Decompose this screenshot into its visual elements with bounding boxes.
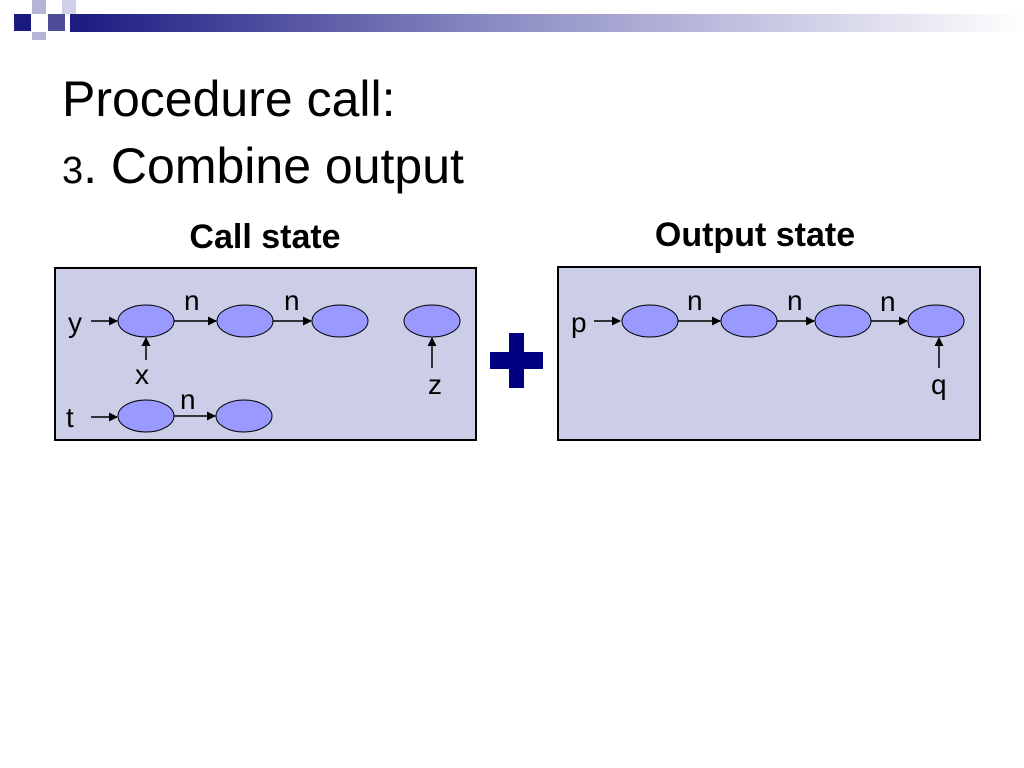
- output-state-label: Output state: [654, 216, 856, 254]
- edge-label-n: n: [284, 285, 300, 316]
- node-c1: [117, 304, 175, 338]
- slide-title: Procedure call: 3. Combine output: [62, 66, 464, 205]
- output-state-frame: [557, 266, 981, 441]
- plus-icon: [490, 333, 543, 388]
- node-c3: [311, 304, 369, 338]
- var-x: x: [135, 359, 149, 390]
- edge-label-n: n: [880, 286, 896, 317]
- node-c5: [117, 399, 175, 433]
- var-t: t: [66, 402, 74, 433]
- slide-title-line1: Procedure call:: [62, 71, 396, 127]
- var-y: y: [68, 307, 82, 338]
- edge-label-n: n: [184, 285, 200, 316]
- step-number: 3: [62, 150, 84, 192]
- edge-label-n: n: [180, 384, 196, 415]
- step-text: . Combine output: [83, 138, 464, 194]
- header-gradient-band: [14, 0, 1024, 40]
- node-c2: [216, 304, 274, 338]
- node-c4: [403, 304, 461, 338]
- node-o4: [907, 304, 965, 338]
- output-state-box: p n n n q: [557, 266, 981, 441]
- node-o1: [621, 304, 679, 338]
- node-c6: [215, 399, 273, 433]
- slide-title-line2: 3. Combine output: [62, 133, 464, 205]
- edge-label-n: n: [787, 285, 803, 316]
- var-q: q: [931, 369, 947, 400]
- node-o2: [720, 304, 778, 338]
- var-p: p: [571, 307, 587, 338]
- call-state-box: y n n x z t n: [54, 267, 477, 441]
- call-state-label: Call state: [189, 218, 341, 256]
- edge-label-n: n: [687, 285, 703, 316]
- decorative-squares: [14, 0, 76, 40]
- node-o3: [814, 304, 872, 338]
- var-z: z: [428, 369, 442, 400]
